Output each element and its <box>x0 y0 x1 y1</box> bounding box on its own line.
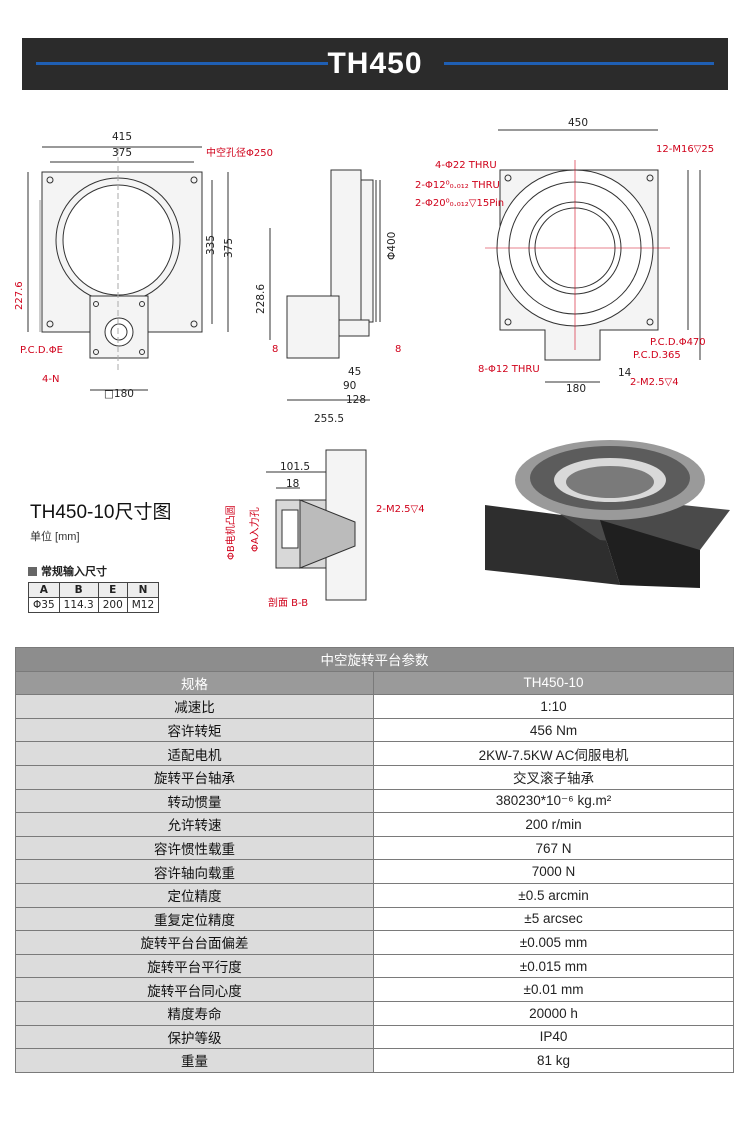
top-view <box>485 129 701 383</box>
param-key: 精度寿命 <box>15 1000 374 1026</box>
param-value: 380230*10⁻⁶ kg.m² <box>373 788 734 814</box>
dim-thru22: 4-Φ22 THRU <box>435 160 497 171</box>
param-value: 20000 h <box>373 1000 734 1026</box>
input-value-n: M12 <box>126 597 160 613</box>
input-value-b: 114.3 <box>58 597 99 613</box>
dim-m16: 12-M16▽25 <box>656 144 714 155</box>
dim-thru8: 8-Φ12 THRU <box>478 364 540 375</box>
dim-pcd-e: P.C.D.ΦE <box>20 345 63 356</box>
param-value: 交叉滚子轴承 <box>373 764 734 790</box>
banner-line-right <box>444 62 714 65</box>
param-value: ±0.005 mm <box>373 930 734 955</box>
param-value: IP40 <box>373 1024 734 1050</box>
dim-18: 18 <box>286 478 299 490</box>
section-view <box>266 449 367 601</box>
dim-128: 128 <box>346 394 366 406</box>
dim-227: 227.6 <box>14 281 25 310</box>
dim-335: 335 <box>205 235 217 255</box>
front-view <box>27 146 229 391</box>
spec-header-key: 规格 <box>15 670 374 696</box>
dim-45: 45 <box>348 366 361 378</box>
dim-228: 228.6 <box>255 284 267 314</box>
technical-drawings: 415 375 中空孔径Φ250 335 375 227.6 P.C.D.ΦE … <box>0 100 750 640</box>
param-value: 456 Nm <box>373 717 734 743</box>
param-key: 容许转矩 <box>15 717 374 743</box>
param-value: ±0.01 mm <box>373 977 734 1002</box>
input-value-e: 200 <box>97 597 128 613</box>
dim-375: 375 <box>112 147 132 159</box>
param-value: 7000 N <box>373 859 734 884</box>
dim-90: 90 <box>343 380 356 392</box>
dim-pcd470: P.C.D.Φ470 <box>650 337 706 348</box>
dim-motor: ΦB电机凸圆 <box>224 505 237 560</box>
banner-title: TH450 <box>327 47 423 80</box>
dim-14: 14 <box>618 367 632 379</box>
input-header-b: B <box>58 582 99 598</box>
param-key: 适配电机 <box>15 741 374 766</box>
dim-375-v: 375 <box>223 238 235 258</box>
dim-4n: 4-N <box>42 374 59 385</box>
dim-255: 255.5 <box>314 413 344 425</box>
dim-m25-top: 2-M2.5▽4 <box>630 377 679 388</box>
dim-450: 450 <box>568 117 588 129</box>
input-dimensions: 常规输入尺寸 A B E N Φ35 114.3 200 M12 <box>28 563 160 613</box>
side-view <box>269 169 381 401</box>
input-dimensions-table: A B E N Φ35 114.3 200 M12 <box>28 582 160 613</box>
banner-line-left <box>36 62 328 65</box>
parameter-table-title: 中空旋转平台参数 <box>15 647 734 672</box>
dim-bore: 中空孔径Φ250 <box>206 146 273 159</box>
param-key: 定位精度 <box>15 882 374 908</box>
param-value: ±5 arcsec <box>373 906 734 932</box>
param-value: 767 N <box>373 835 734 861</box>
input-header-e: E <box>97 582 128 598</box>
dim-400: Φ400 <box>386 232 398 260</box>
drawing-title: TH450-10尺寸图 <box>30 502 172 523</box>
param-key: 旋转平台平行度 <box>15 953 374 979</box>
dim-180: 180 <box>566 383 586 395</box>
dim-101: 101.5 <box>280 461 310 473</box>
dim-415: 415 <box>112 131 132 143</box>
dim-8-right: 8 <box>395 344 401 355</box>
param-value: 1:10 <box>373 694 734 719</box>
input-header-n: N <box>126 582 160 598</box>
param-key: 重量 <box>15 1048 374 1073</box>
header-banner: TH450 <box>22 38 728 90</box>
param-value: 81 kg <box>373 1048 734 1073</box>
param-key: 减速比 <box>15 694 374 719</box>
section-label: 剖面 B-B <box>268 596 308 609</box>
param-key: 重复定位精度 <box>15 906 374 932</box>
spec-header-value: TH450-10 <box>373 670 734 696</box>
drawing-canvas: 415 375 中空孔径Φ250 335 375 227.6 P.C.D.ΦE … <box>14 117 730 609</box>
param-key: 旋转平台台面偏差 <box>15 930 374 955</box>
dim-8-left: 8 <box>272 344 278 355</box>
dim-pcd365: P.C.D.365 <box>633 350 681 361</box>
param-value: 200 r/min <box>373 812 734 837</box>
param-value: 2KW-7.5KW AC伺服电机 <box>373 741 734 766</box>
dim-thru12: 2-Φ12⁰₀.₀₁₂ THRU <box>415 180 500 191</box>
param-key: 旋转平台同心度 <box>15 977 374 1002</box>
param-key: 保护等级 <box>15 1024 374 1050</box>
param-key: 旋转平台轴承 <box>15 764 374 790</box>
input-header-a: A <box>28 582 60 598</box>
param-key: 允许转速 <box>15 812 374 837</box>
param-key: 容许轴向载重 <box>15 859 374 884</box>
input-dimensions-label: 常规输入尺寸 <box>28 563 159 579</box>
dim-shaft: ΦA入力孔 <box>248 507 261 552</box>
param-key: 容许惯性载重 <box>15 835 374 861</box>
dim-sq180: □180 <box>104 388 134 400</box>
param-value: ±0.015 mm <box>373 953 734 979</box>
drawing-caption: TH450-10尺寸图 单位 [mm] <box>30 497 172 544</box>
dim-m25-section: 2-M2.5▽4 <box>376 504 425 515</box>
unit-label: 单位 [mm] <box>30 531 80 543</box>
param-key: 转动惯量 <box>15 788 374 814</box>
product-render <box>485 440 730 588</box>
param-value: ±0.5 arcmin <box>373 882 734 908</box>
input-value-a: Φ35 <box>28 597 60 613</box>
square-bullet-icon <box>28 566 37 576</box>
dim-pin20: 2-Φ20⁰₀.₀₁₂▽15Pin <box>415 198 504 209</box>
